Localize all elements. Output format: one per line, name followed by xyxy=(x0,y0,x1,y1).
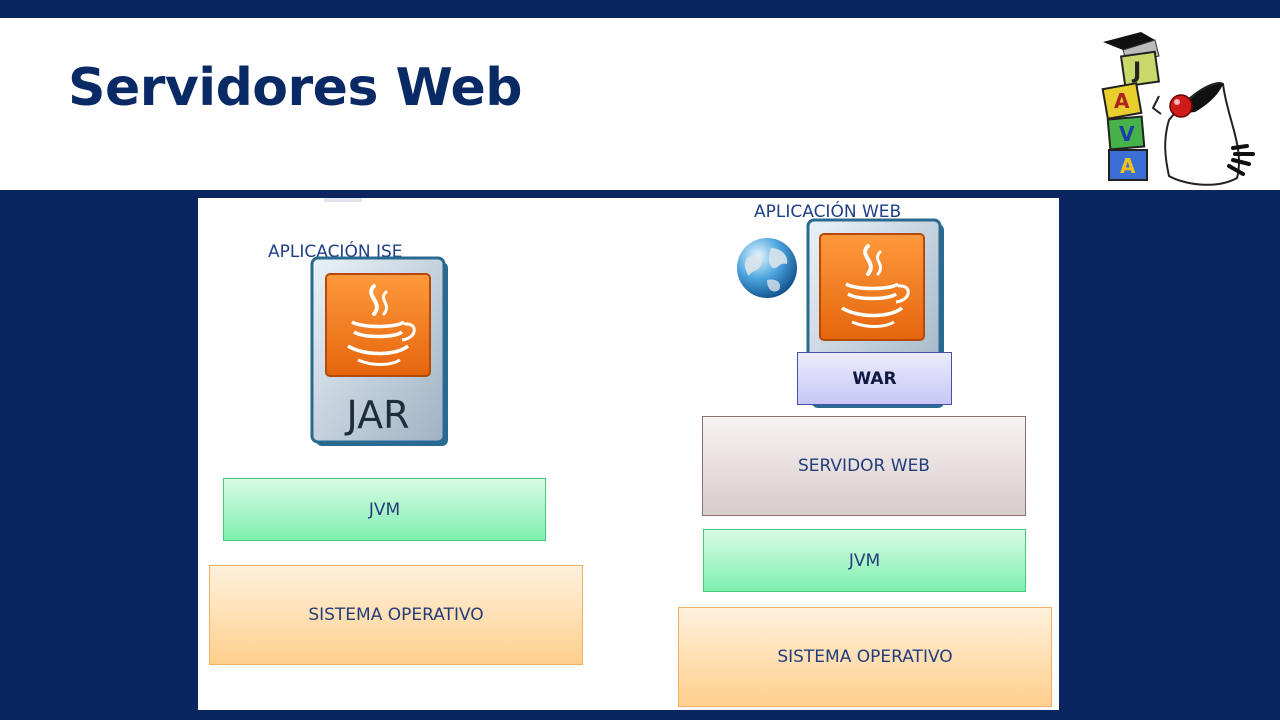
mascot-letter-a1: A xyxy=(1114,89,1130,113)
web-server-box: SERVIDOR WEB xyxy=(702,416,1026,516)
mascot-block-v xyxy=(1106,115,1146,151)
slide-title: Servidores Web xyxy=(68,58,523,118)
mascot-block-j xyxy=(1119,50,1161,88)
web-server-label: SERVIDOR WEB xyxy=(798,456,930,476)
mascot-letter-a2: A xyxy=(1120,154,1136,178)
war-box: WAR xyxy=(797,352,952,405)
globe-icon xyxy=(737,238,797,298)
web-jvm-box: JVM xyxy=(703,529,1026,592)
war-label: WAR xyxy=(852,368,897,389)
jse-os-box: SISTEMA OPERATIVO xyxy=(209,565,583,665)
mascot-block-a1 xyxy=(1101,82,1143,120)
web-os-box: SISTEMA OPERATIVO xyxy=(678,607,1052,707)
jse-jvm-box: JVM xyxy=(223,478,546,541)
mascot-duke xyxy=(1151,82,1255,186)
mascot-block-a2 xyxy=(1108,149,1148,181)
mascot-letter-j: J xyxy=(1131,59,1141,84)
canvas-notch xyxy=(324,198,362,202)
java-cup-icon xyxy=(347,284,416,366)
java-duke-mascot-icon: J A V A xyxy=(1101,32,1255,186)
top-bar xyxy=(0,0,1280,18)
jse-jvm-label: JVM xyxy=(368,499,401,520)
java-cup-icon xyxy=(841,244,910,328)
jse-os-label: SISTEMA OPERATIVO xyxy=(308,605,484,625)
jar-file-icon: JAR xyxy=(310,256,448,446)
web-app-label: APLICACIÓN WEB xyxy=(754,202,902,222)
web-jvm-label: JVM xyxy=(848,550,881,571)
mascot-letter-v: V xyxy=(1119,122,1135,146)
jar-file-label: JAR xyxy=(345,393,410,437)
web-os-label: SISTEMA OPERATIVO xyxy=(777,647,953,667)
diagram-canvas: APLICACIÓN JSE JAR JVM xyxy=(198,198,1059,710)
slide-header xyxy=(0,18,1280,190)
